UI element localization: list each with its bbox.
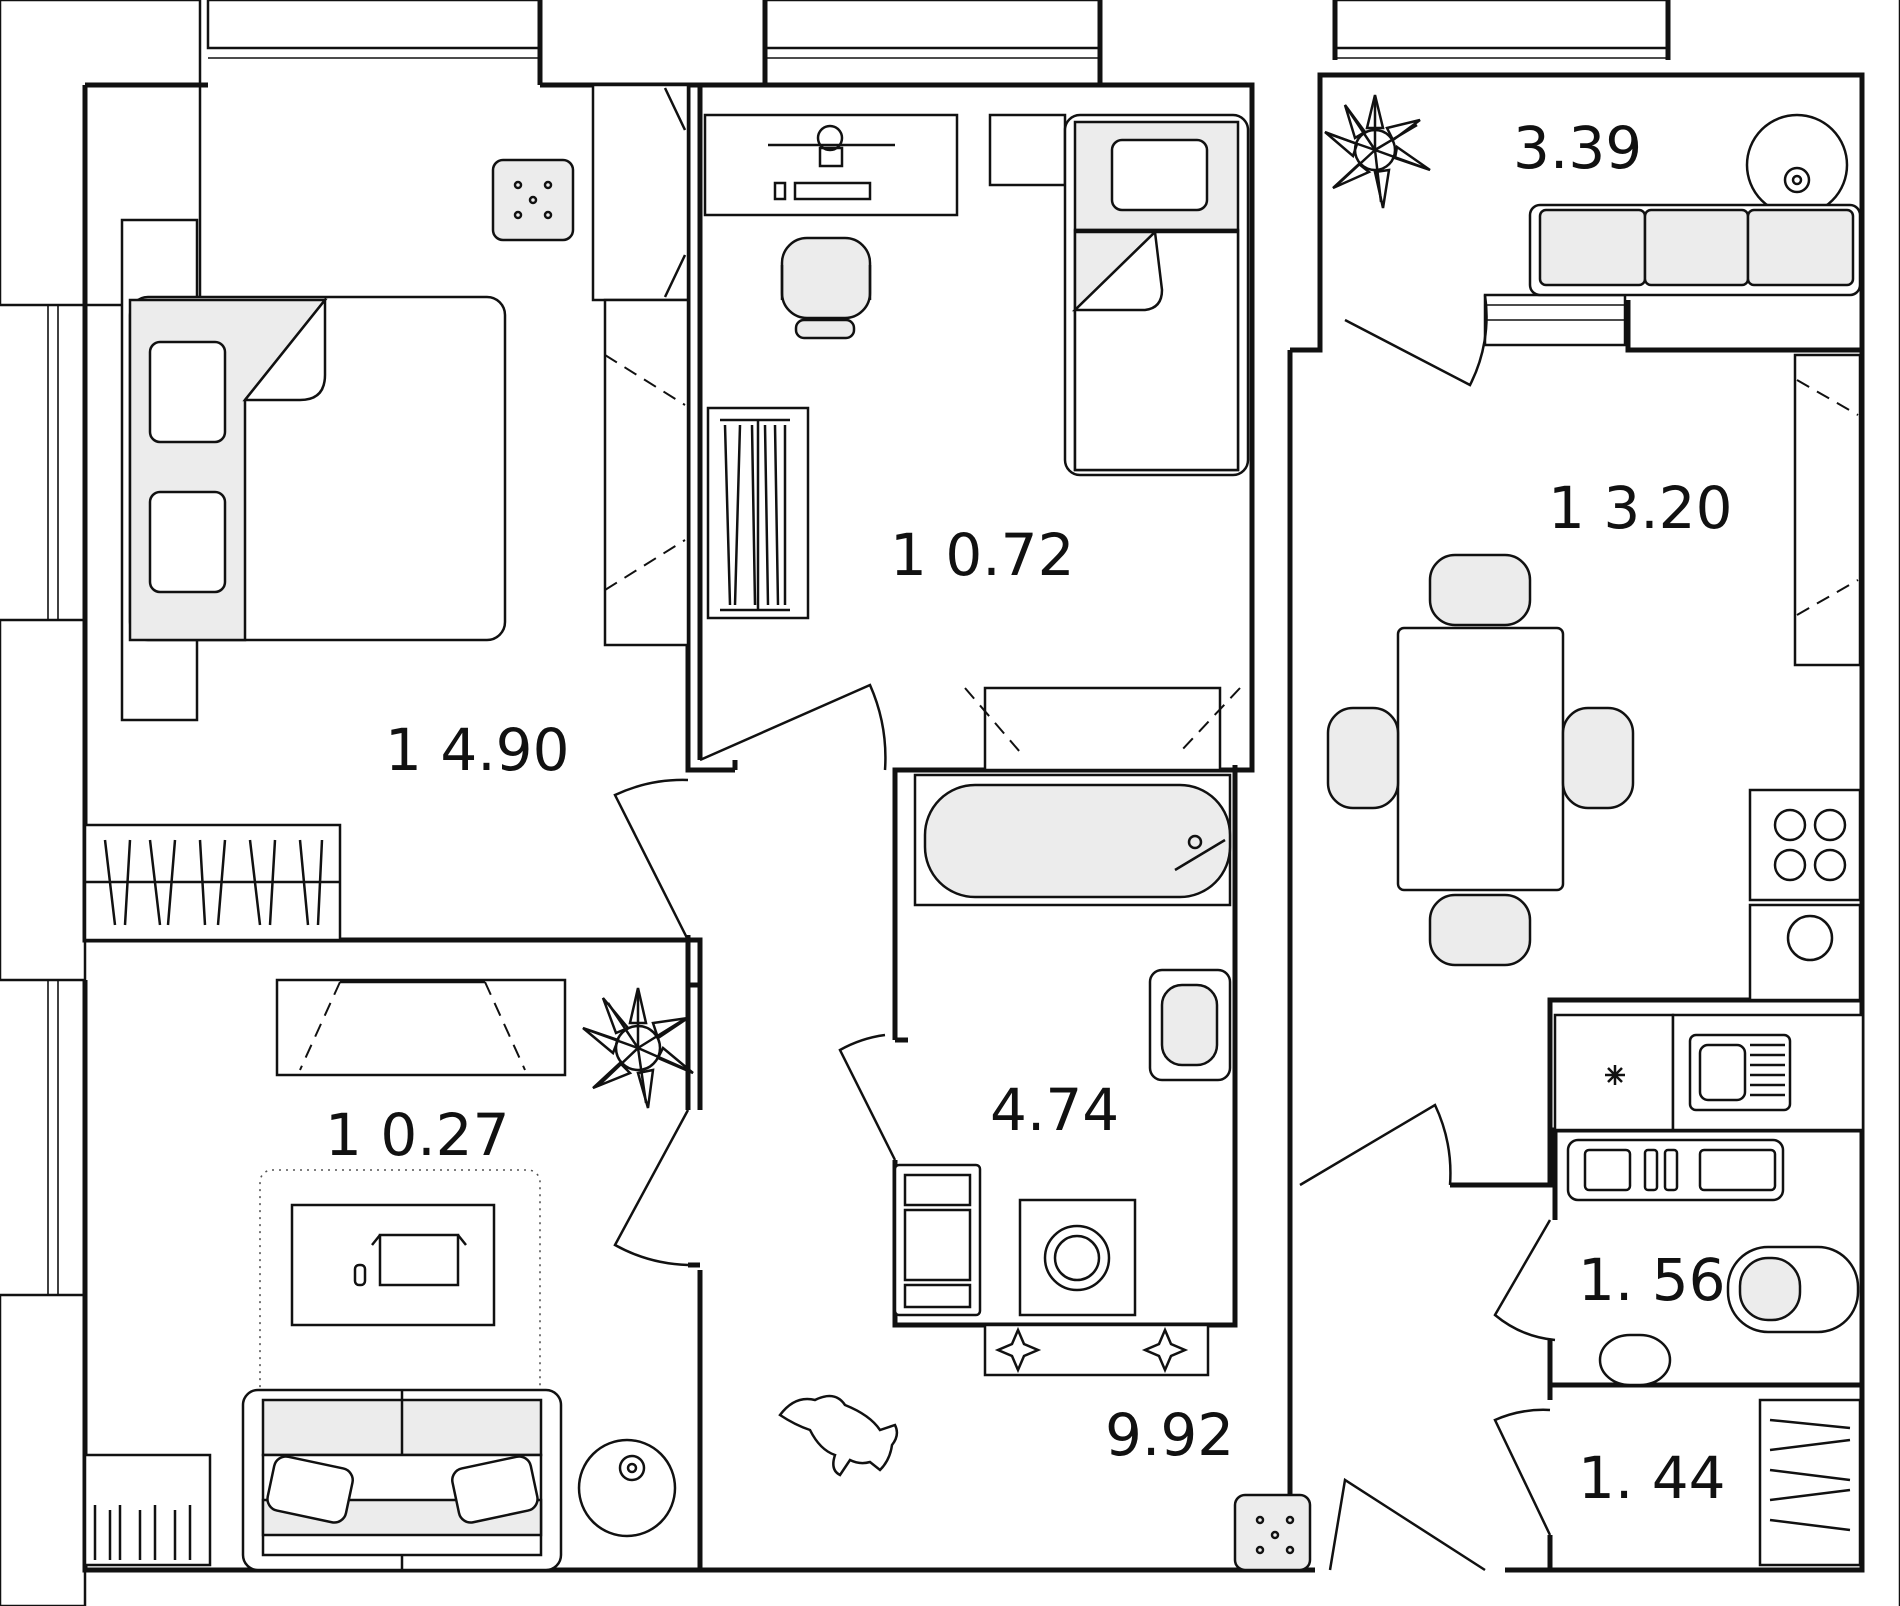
wc-storage-furniture [1566, 1138, 1862, 1567]
bedroom-1-furniture [83, 83, 690, 942]
balcony-furniture [1324, 94, 1862, 297]
room-labels: 1 4.90 1 0.72 1 0.27 1 3.20 3.39 4.74 9.… [325, 114, 1732, 1512]
room-area-bedroom-1: 1 4.90 [385, 716, 569, 784]
hallway-furniture [778, 1394, 1312, 1572]
bathroom-furniture [893, 773, 1232, 1377]
room-area-living-room: 1 0.27 [325, 1101, 509, 1169]
kitchen-furniture [1326, 353, 1865, 1132]
room-area-bathroom: 4.74 [990, 1076, 1119, 1144]
doors [613, 293, 1627, 1572]
room-area-balcony: 3.39 [1513, 114, 1642, 182]
room-area-storage: 1. 44 [1578, 1444, 1726, 1512]
room-area-bedroom-2: 1 0.72 [890, 521, 1074, 589]
living-room-furniture [83, 978, 694, 1572]
room-area-kitchen: 1 3.20 [1548, 474, 1732, 542]
room-area-toilet: 1. 56 [1578, 1246, 1726, 1314]
bedroom-2-furniture [703, 113, 1250, 772]
room-area-hallway: 9.92 [1105, 1401, 1234, 1469]
